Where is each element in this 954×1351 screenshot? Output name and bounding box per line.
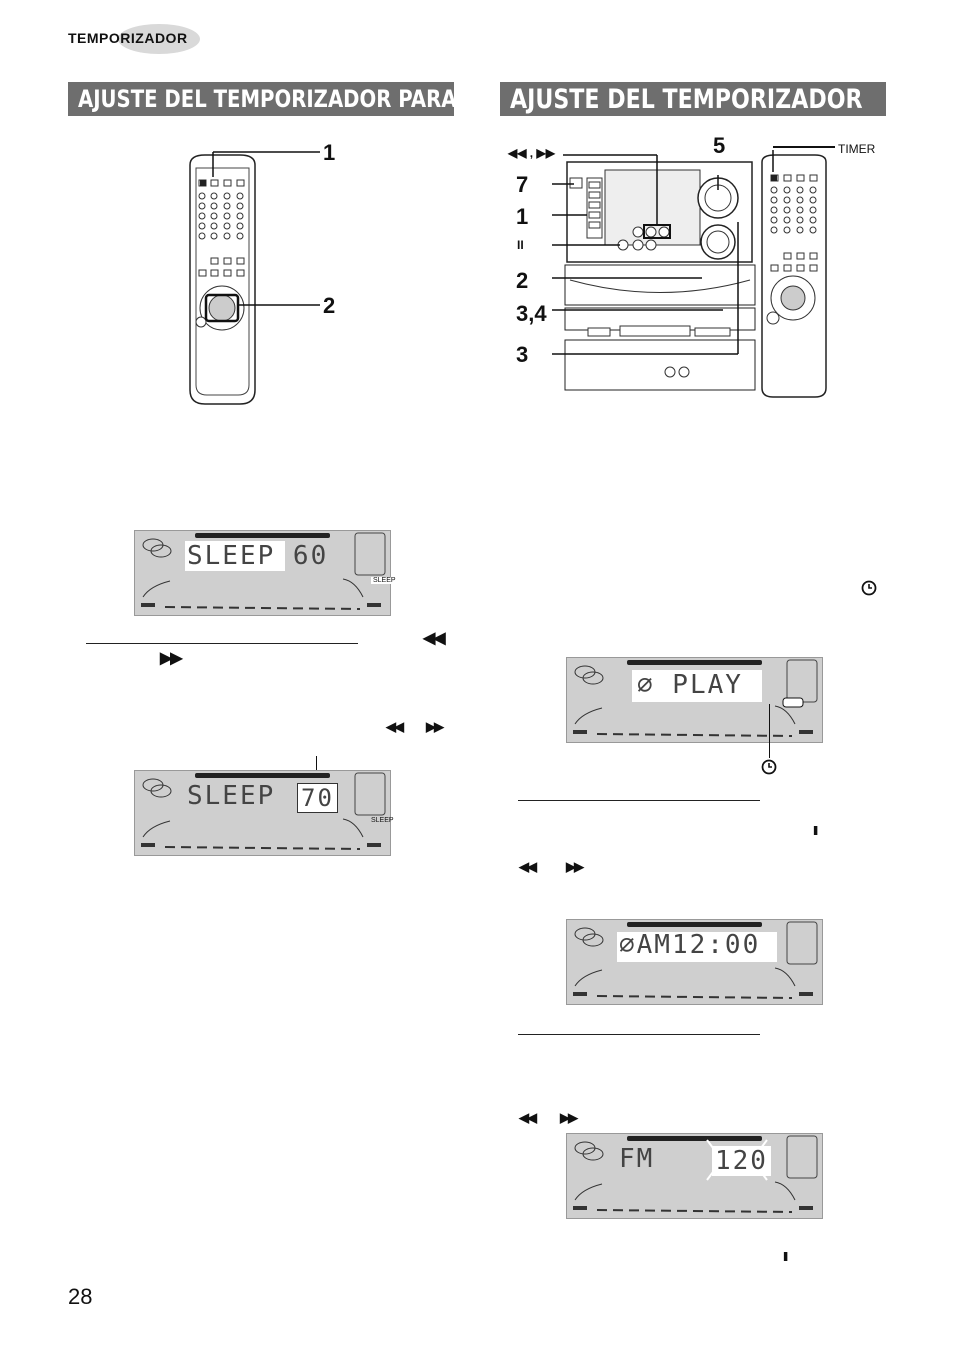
sleep-indicator: SLEEP	[371, 577, 398, 584]
stereo-system-illustration	[552, 150, 827, 398]
section-tag-background	[118, 24, 200, 54]
fast-forward-icon: ▶▶	[560, 1110, 578, 1125]
skip-buttons-label: ◀◀ , ▶▶	[508, 146, 555, 160]
fast-forward-icon: ▶▶	[160, 650, 183, 667]
remote-control-illustration	[189, 151, 320, 405]
callout-2-right: 2	[516, 268, 529, 293]
timer-leader-line	[773, 146, 835, 148]
section-tag: TEMPORIZADOR	[68, 30, 188, 46]
clock-icon	[861, 580, 877, 596]
clock-icon	[761, 759, 777, 775]
sleep-indicator: SLEEP	[371, 817, 394, 824]
callout-5: 5	[713, 133, 726, 158]
callout-7: 7	[516, 172, 529, 197]
pause-label: II	[517, 238, 524, 252]
rewind-icon-small: ◀◀	[386, 719, 404, 734]
fast-forward-icon-small: ▶▶	[426, 719, 444, 734]
lcd-display-time: ∅AM12:00	[566, 919, 823, 1005]
lcd-text: FM	[619, 1144, 655, 1174]
lcd-display-sleep-70: SLEEP 70 SLEEP	[134, 770, 394, 856]
leader-line	[769, 704, 770, 758]
lcd-display-sleep-60: SLEEP 60 SLEEP	[134, 530, 398, 616]
divider	[518, 800, 760, 801]
fast-forward-icon: ▶▶	[566, 859, 584, 874]
timer-label: TIMER	[838, 142, 876, 156]
lcd-value: 70	[297, 783, 338, 813]
lcd-text: ∅ PLAY	[637, 670, 743, 700]
lcd-value: 120	[712, 1146, 771, 1176]
callout-3-4: 3,4	[516, 301, 547, 326]
lcd-text: ∅AM12:00	[619, 930, 761, 960]
rewind-icon: ◀◀	[519, 859, 537, 874]
page-number: 28	[68, 1284, 93, 1309]
callout-2: 2	[323, 293, 336, 318]
lcd-display-fm: FM 120	[566, 1133, 823, 1219]
lcd-text: SLEEP 60	[187, 541, 329, 571]
divider	[86, 643, 358, 644]
lcd-text: SLEEP	[187, 781, 276, 811]
pause-icon: II	[783, 1249, 788, 1264]
rewind-icon: ◀◀	[519, 1110, 537, 1125]
sleep-timer-title: AJUSTE DEL TEMPORIZADOR PARA DORMIR	[68, 82, 554, 116]
lcd-display-timer-play: ∅ PLAY	[566, 657, 823, 743]
divider	[518, 1034, 760, 1035]
timer-title: AJUSTE DEL TEMPORIZADOR	[500, 82, 886, 116]
callout-1-right: 1	[516, 204, 529, 229]
pause-icon: II	[813, 823, 818, 838]
callout-3: 3	[516, 342, 529, 367]
callout-1: 1	[323, 140, 336, 165]
rewind-icon: ◀◀	[423, 630, 446, 647]
